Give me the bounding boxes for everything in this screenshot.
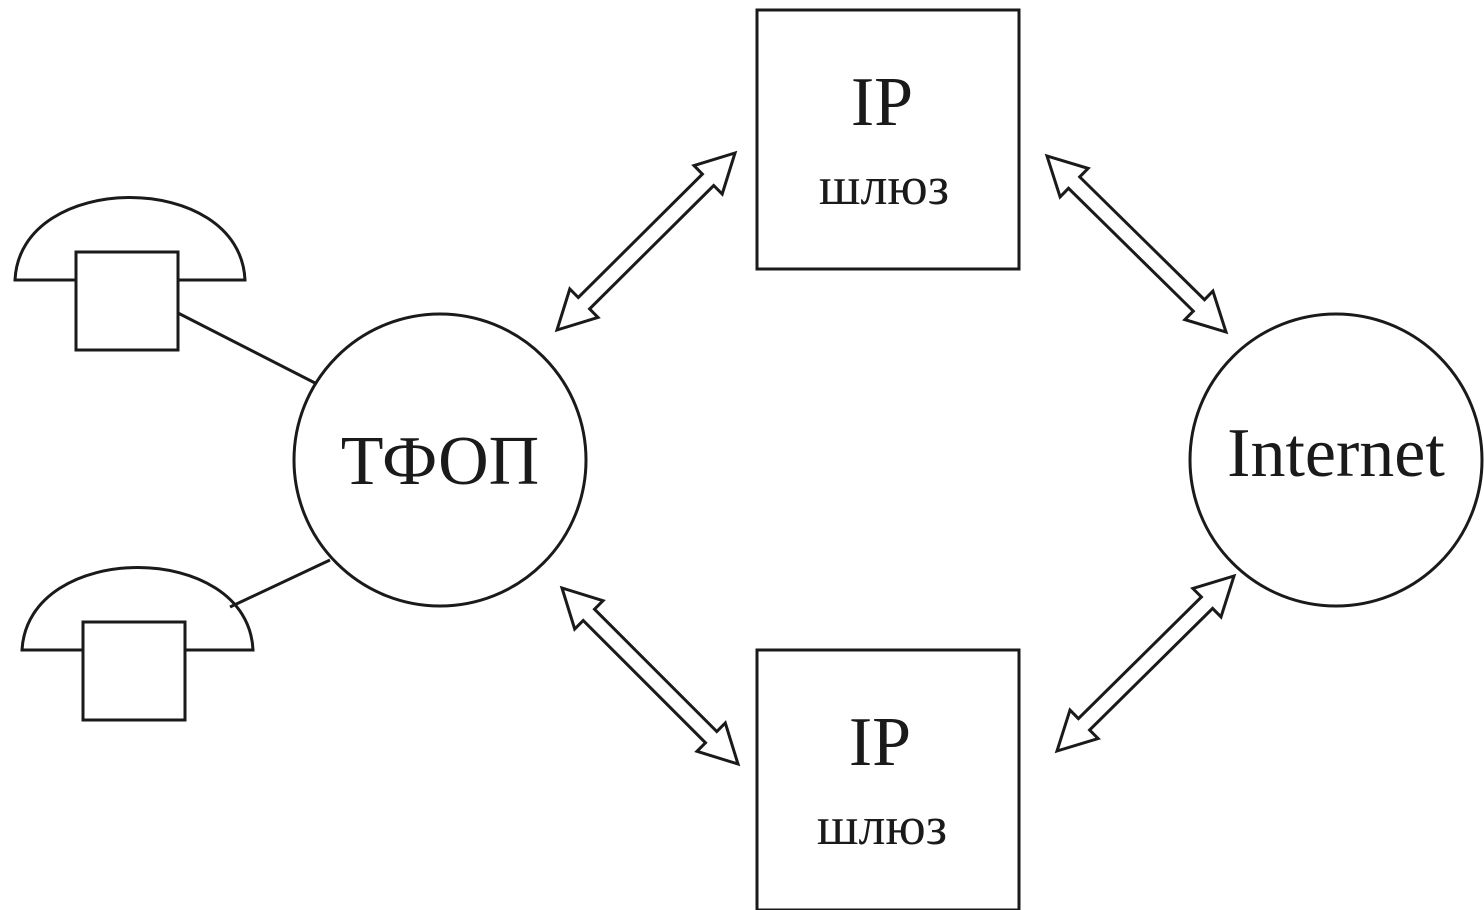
arrow-pstn-gateway-bottom	[559, 585, 741, 767]
gateway-top-line1: IP	[851, 64, 913, 141]
ip-gateway-top: IP шлюз	[755, 8, 1021, 271]
pstn-label: ТФОП	[341, 423, 539, 500]
internet-node: Internet	[1188, 312, 1484, 608]
gateway-bottom-line1: IP	[849, 704, 911, 781]
telephone-top-icon	[13, 196, 247, 352]
gateway-top-line2: шлюз	[819, 156, 949, 216]
internet-label: Internet	[1227, 415, 1445, 492]
phone-line-top	[177, 311, 316, 385]
pstn-node: ТФОП	[292, 312, 588, 608]
telephone-bottom-icon	[20, 566, 255, 722]
phone-line-bottom	[229, 558, 331, 609]
arrow-pstn-gateway-top	[554, 150, 738, 333]
arrow-gateway-top-internet	[1044, 153, 1229, 335]
gateway-bottom-line2: шлюз	[817, 796, 947, 856]
arrow-gateway-bottom-internet	[1054, 573, 1237, 754]
ip-gateway-bottom: IP шлюз	[755, 648, 1021, 910]
